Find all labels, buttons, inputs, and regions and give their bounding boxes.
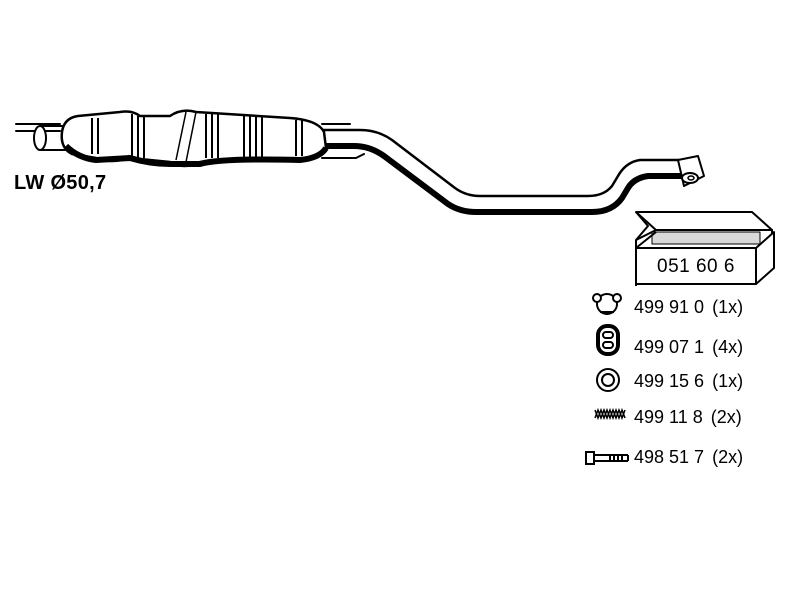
part-quantity: (2x) xyxy=(710,406,742,427)
part-quantity: (4x) xyxy=(712,336,744,357)
sealing-ring-icon xyxy=(596,368,620,392)
rubber-ring-clamp-icon xyxy=(592,293,622,315)
exhaust-pipe xyxy=(15,123,705,215)
kit-part-number: 051 60 6 xyxy=(657,256,735,277)
part-number: 499 07 1 xyxy=(634,336,705,357)
part-row-spring: 499 11 8 (2x) xyxy=(634,402,742,432)
part-row-bolt: 498 51 7 (2x) xyxy=(634,442,743,472)
part-row-rubber-hanger: 499 07 1 (4x) xyxy=(634,332,743,362)
package-box-icon xyxy=(635,211,775,286)
part-row-ring-clamp: 499 91 0 (1x) xyxy=(634,292,743,322)
part-quantity: (1x) xyxy=(712,296,744,317)
part-number: 499 91 0 xyxy=(634,296,705,317)
spring-icon xyxy=(594,407,626,421)
part-number: 499 15 6 xyxy=(634,370,705,391)
part-number: 498 51 7 xyxy=(634,446,705,467)
part-quantity: (1x) xyxy=(712,370,744,391)
rubber-hanger-icon xyxy=(596,324,620,356)
part-row-sealing-ring: 499 15 6 (1x) xyxy=(634,366,743,396)
part-quantity: (2x) xyxy=(712,446,744,467)
part-number: 499 11 8 xyxy=(634,406,703,427)
bolt-icon xyxy=(585,451,629,465)
inner-diameter-label: LW Ø50,7 xyxy=(14,172,107,194)
muffler xyxy=(60,109,329,168)
